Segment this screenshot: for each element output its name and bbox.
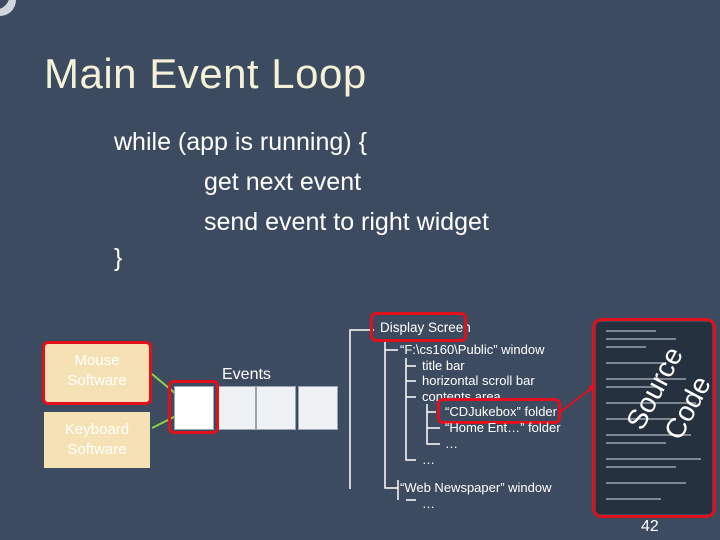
queue-highlight [168, 380, 219, 434]
cdjukebox-highlight [437, 398, 561, 424]
tree-display-screen: Display Screen [380, 320, 471, 335]
code-line-2: get next event [204, 168, 362, 196]
tree-files-window: “F:\cs160\Public” window [400, 342, 545, 357]
mouse-highlight [42, 341, 152, 405]
mouse-software-label: Mouse Software [67, 352, 127, 390]
display-screen-highlight [370, 312, 467, 342]
tree-web-window: “Web Newspaper” window [400, 480, 552, 495]
source-code-document [596, 322, 712, 514]
code-line-1: while (app is running) { [114, 128, 367, 156]
code-line-3: send event to right widget [204, 208, 489, 236]
tree-ellipsis: … [445, 436, 458, 451]
source-code-highlight [592, 318, 716, 518]
queue-cell [216, 386, 256, 430]
mouse-software-box: Mouse Software [44, 343, 150, 403]
queue-cell [298, 386, 338, 430]
tree-ellipsis: … [422, 452, 435, 467]
code-line-4: } [114, 244, 123, 272]
keyboard-software-label: Keyboard Software [64, 421, 130, 459]
tree-cdjukebox: “CDJukebox” folder [445, 404, 557, 419]
queue-cell [174, 386, 214, 430]
tree-horizontal-scroll: horizontal scroll bar [422, 373, 535, 388]
slide-number: 42 [641, 518, 659, 535]
tree-title-bar: title bar [422, 358, 465, 373]
tree-home-ent: “Home Ent…” folder [445, 420, 561, 435]
events-label: Events [222, 366, 271, 383]
keyboard-software-box: Keyboard Software [44, 412, 150, 468]
slide-title: Main Event Loop [44, 50, 367, 97]
tree-ellipsis: … [422, 496, 435, 511]
queue-cell [256, 386, 296, 430]
